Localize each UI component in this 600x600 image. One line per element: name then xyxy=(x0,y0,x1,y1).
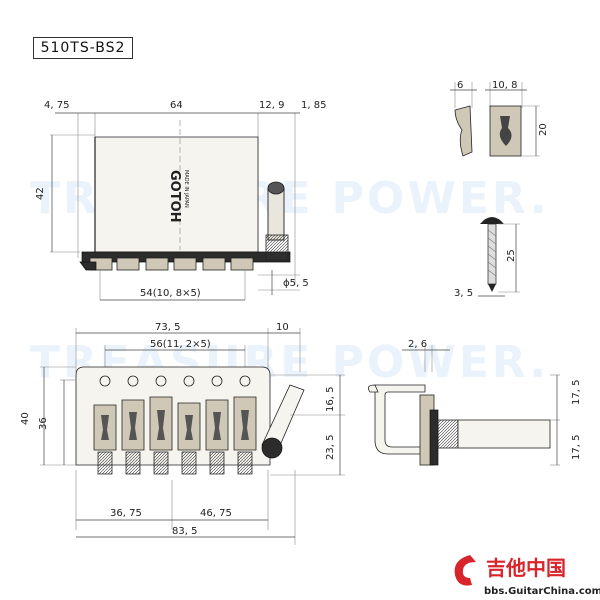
dim-56: 56(11, 2×5) xyxy=(150,339,211,350)
dim-12-9: 12, 9 xyxy=(259,100,284,111)
brand-made-in: MADE IN JAPAN xyxy=(183,170,189,208)
dim-16-5: 16, 5 xyxy=(325,387,336,412)
saddles xyxy=(93,396,257,451)
model-label: 510TS-BS2 xyxy=(33,37,133,59)
dim-20: 20 xyxy=(538,123,549,136)
dim-17-5-a: 17, 5 xyxy=(571,380,582,405)
dim-3-5: 3, 5 xyxy=(454,288,473,299)
site-logo: 吉他中国 bbs.GuitarChina.com xyxy=(454,555,600,597)
dim-6: 6 xyxy=(457,80,463,91)
guitar-logo-icon xyxy=(454,555,476,586)
dim-phi-5-5: ϕ5, 5 xyxy=(283,278,309,289)
dim-54: 54(10, 8×5) xyxy=(140,288,201,299)
gotoh-logo: GOTOH MADE IN JAPAN xyxy=(167,170,189,223)
dim-4-75: 4, 75 xyxy=(44,100,69,111)
dim-36: 36 xyxy=(38,417,49,430)
top-view: 4, 75 64 12, 9 1, 85 42 GOTOH MADE IN JA… xyxy=(35,100,326,301)
saddle-detail: 6 10, 8 20 xyxy=(450,80,549,157)
side-block xyxy=(457,419,551,449)
dim-42: 42 xyxy=(35,187,46,200)
dim-17-5-b: 17, 5 xyxy=(571,435,582,460)
site-logo-url: bbs.GuitarChina.com xyxy=(484,586,600,597)
dim-1-85: 1, 85 xyxy=(301,100,326,111)
dim-64: 64 xyxy=(170,100,183,111)
side-arm xyxy=(374,384,426,455)
side-view: 2, 6 17, 5 17, 5 xyxy=(367,339,582,466)
mounting-screw: 25 3, 5 xyxy=(454,217,520,299)
dim-25: 25 xyxy=(506,249,517,262)
dim-23-5: 23, 5 xyxy=(325,435,336,460)
dim-40: 40 xyxy=(20,412,31,425)
dim-2-6: 2, 6 xyxy=(408,339,427,350)
dim-46-75: 46, 75 xyxy=(200,508,232,519)
dim-36-75: 36, 75 xyxy=(110,508,142,519)
dim-10-8: 10, 8 xyxy=(492,80,517,91)
dim-10: 10 xyxy=(276,322,289,333)
front-view: 73, 5 10 56(11, 2×5) xyxy=(20,322,345,545)
brand-name: GOTOH xyxy=(167,170,182,223)
site-logo-cn: 吉他中国 xyxy=(486,556,566,580)
dim-73-5: 73, 5 xyxy=(155,322,180,333)
dim-83-5: 83, 5 xyxy=(172,526,197,537)
pivot-post xyxy=(267,187,285,241)
